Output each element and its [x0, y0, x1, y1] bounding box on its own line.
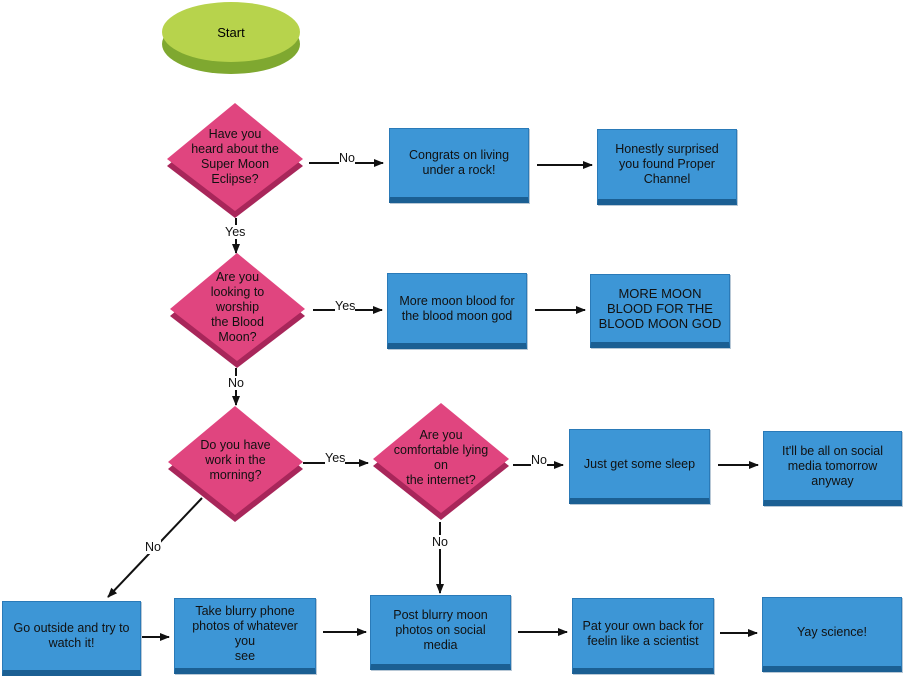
decision-lying-text: Are you comfortable lying on the interne…	[393, 428, 489, 487]
label-work-no: No	[145, 540, 161, 554]
box-yay-science: Yay science!	[762, 597, 902, 672]
box-pat-back: Pat your own back for feelin like a scie…	[572, 598, 714, 674]
decision-lying: Are you comfortable lying on the interne…	[373, 403, 509, 520]
decision-worship: Are you looking to worship the Blood Moo…	[170, 253, 305, 368]
decision-super-moon-text: Have you heard about the Super Moon Ecli…	[191, 127, 279, 186]
box-blurry-photos: Take blurry phone photos of whatever you…	[174, 598, 316, 674]
label-worship-no: No	[228, 376, 244, 390]
decision-work: Do you have work in the morning?	[168, 406, 303, 522]
decision-worship-text: Are you looking to worship the Blood Moo…	[210, 269, 265, 344]
decision-super-moon: Have you heard about the Super Moon Ecli…	[167, 103, 303, 218]
box-social-tomorrow: It'll be all on social media tomorrow an…	[763, 431, 902, 506]
label-super-moon-yes: Yes	[225, 225, 246, 239]
label-work-yes: Yes	[325, 451, 346, 465]
box-proper-channel: Honestly surprised you found Proper Chan…	[597, 129, 737, 205]
label-super-moon-no: No	[339, 151, 355, 165]
start-terminator: Start	[162, 2, 300, 74]
box-moon-blood: More moon blood for the blood moon god	[387, 273, 527, 349]
decision-work-text: Do you have work in the morning?	[200, 438, 271, 482]
start-label: Start	[162, 2, 300, 62]
label-worship-yes: Yes	[335, 299, 356, 313]
box-more-moon-blood: MORE MOON BLOOD FOR THE BLOOD MOON GOD	[590, 274, 730, 348]
box-get-some-sleep: Just get some sleep	[569, 429, 710, 504]
box-go-outside: Go outside and try to watch it!	[2, 601, 141, 676]
box-post-blurry: Post blurry moon photos on social media	[370, 595, 511, 670]
box-under-a-rock: Congrats on living under a rock!	[389, 128, 529, 203]
label-lying-no-down: No	[432, 535, 448, 549]
label-lying-no-right: No	[531, 453, 547, 467]
